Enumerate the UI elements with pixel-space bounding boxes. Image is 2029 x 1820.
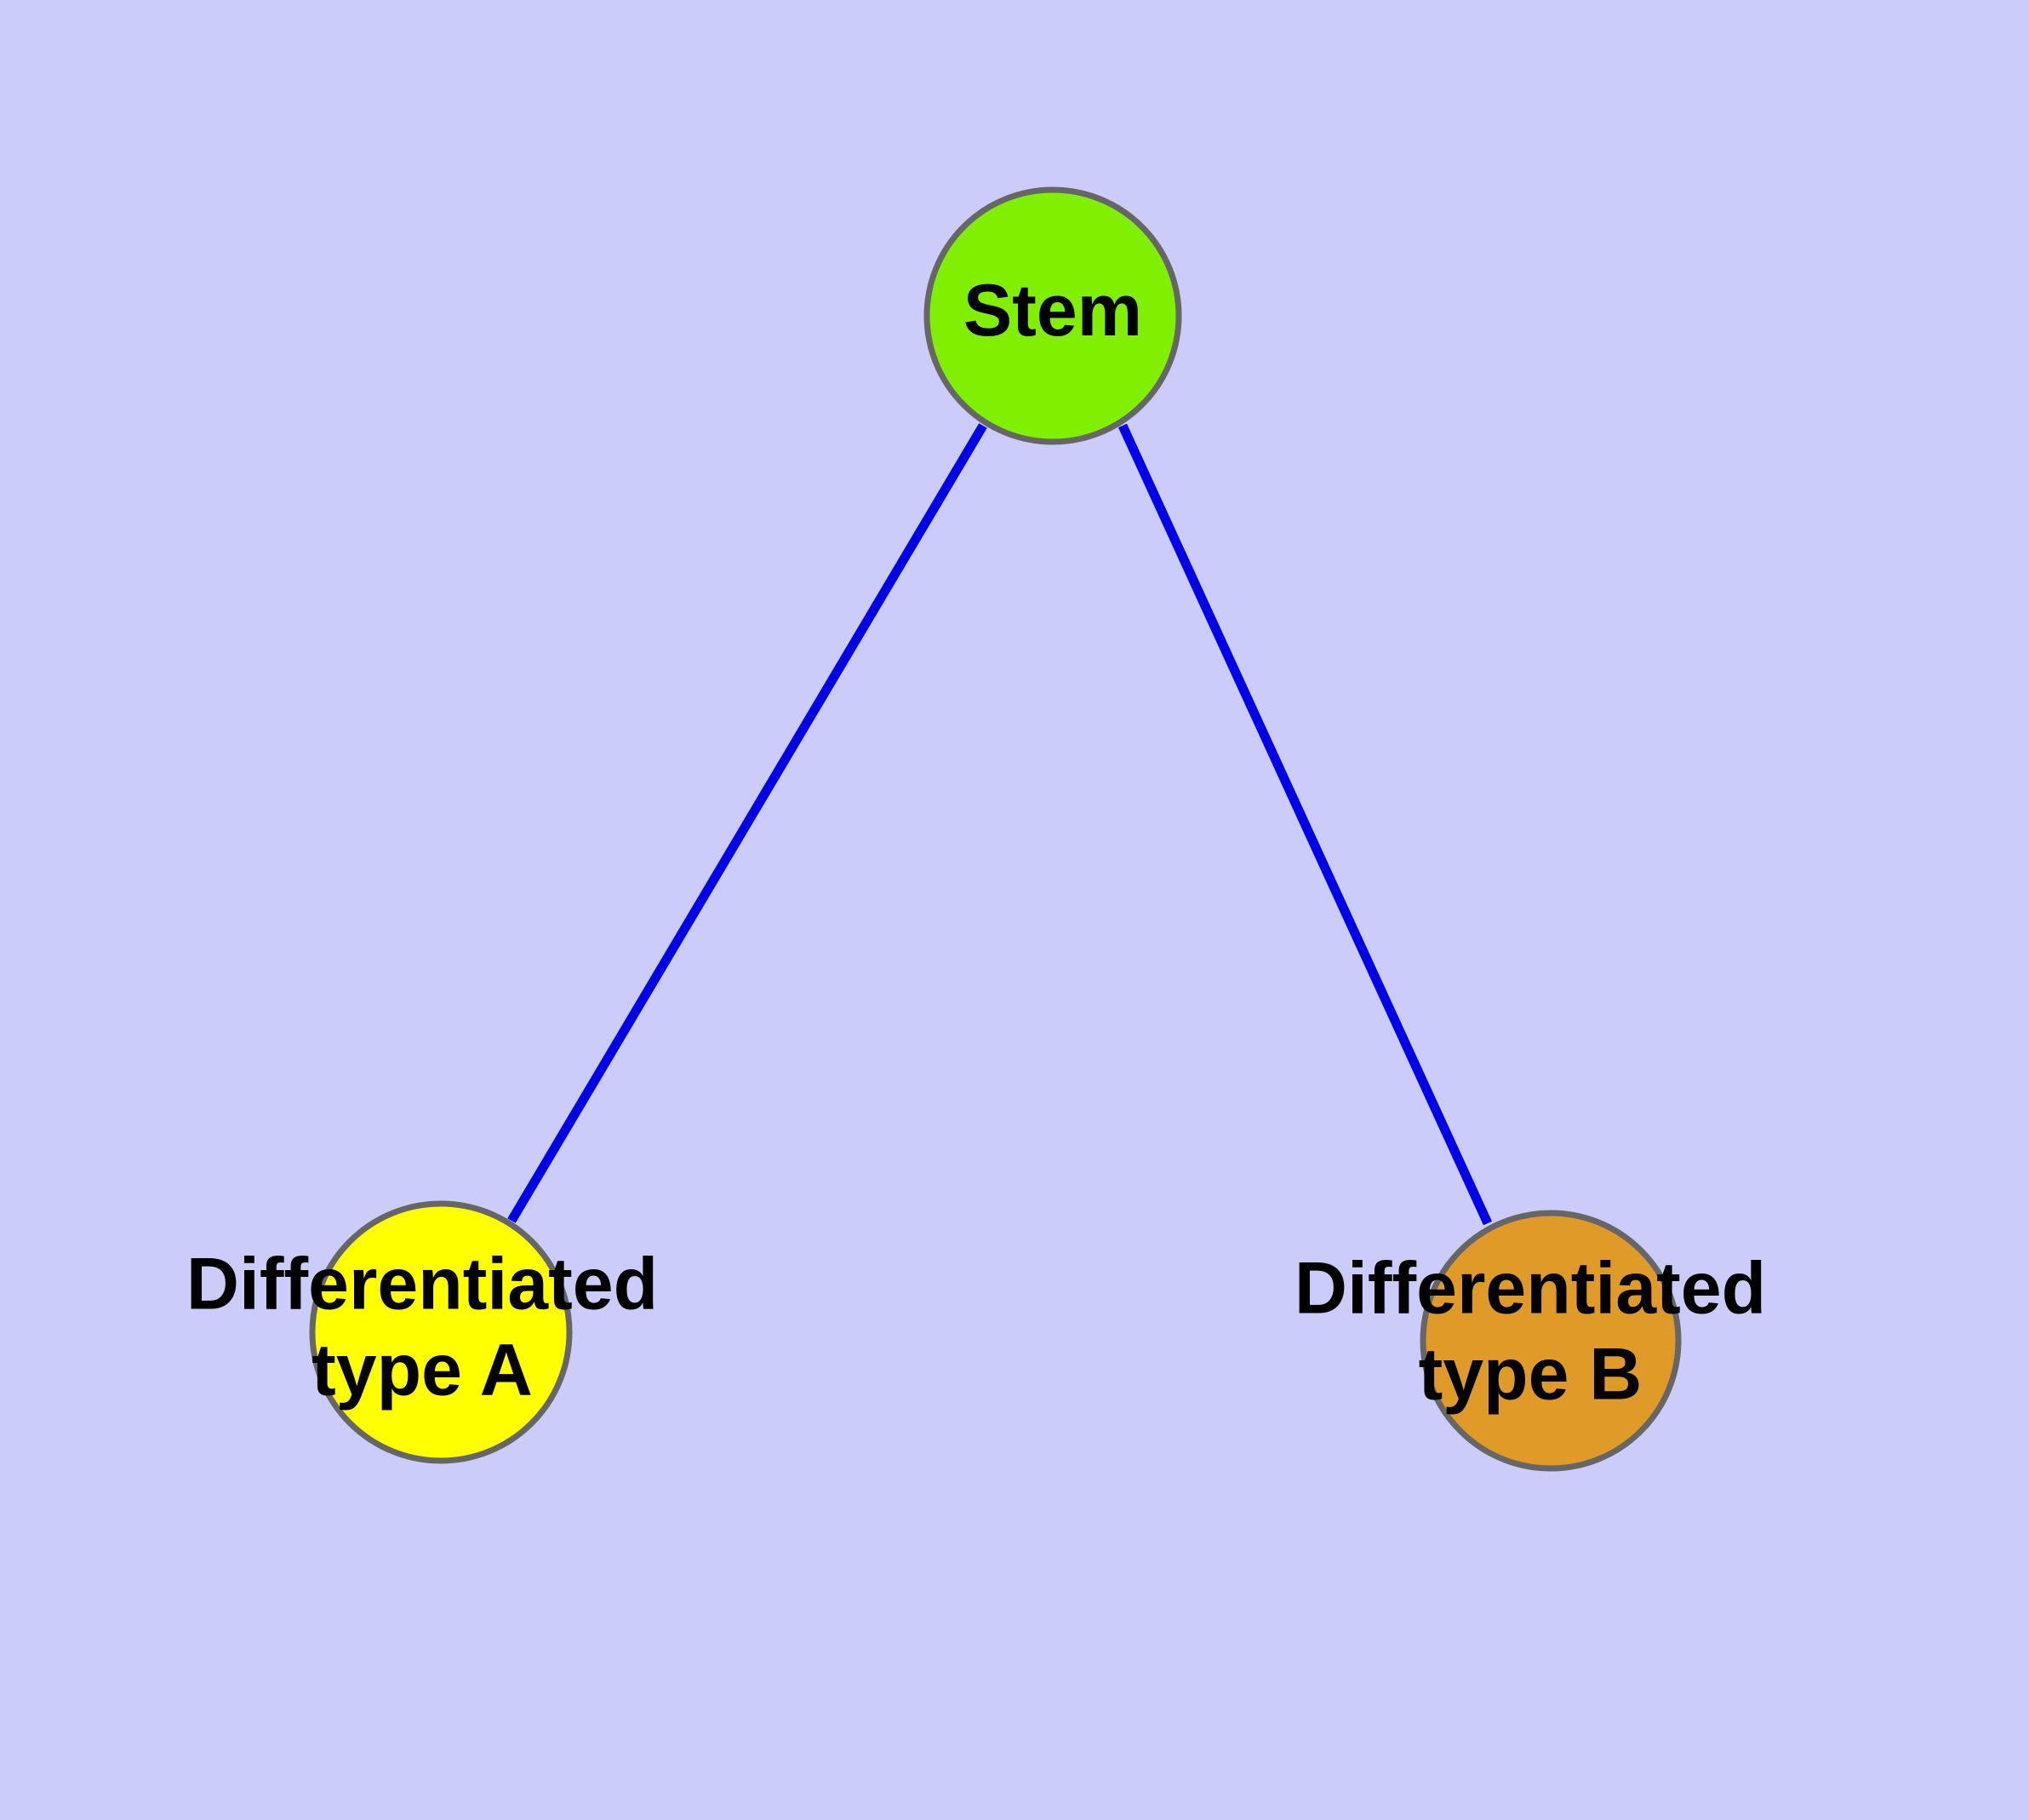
edges-layer bbox=[507, 423, 1493, 1226]
node-diff_a[interactable] bbox=[309, 1200, 573, 1464]
node-stem[interactable] bbox=[923, 186, 1182, 445]
node-label-line: Differentiated bbox=[1295, 1247, 1766, 1329]
edge-stem-to-diff-b[interactable] bbox=[1117, 423, 1493, 1226]
node-label-line: type B bbox=[1419, 1333, 1643, 1415]
node-label-line: Stem bbox=[963, 270, 1142, 352]
node-diff_b[interactable] bbox=[1420, 1210, 1682, 1472]
node-label-line: type A bbox=[311, 1329, 533, 1411]
node-label-stem: Stem bbox=[963, 270, 1142, 352]
nodes-layer bbox=[309, 186, 1682, 1472]
node-label-line: Differentiated bbox=[186, 1243, 658, 1325]
edge-stem-to-diff-a[interactable] bbox=[507, 423, 987, 1223]
